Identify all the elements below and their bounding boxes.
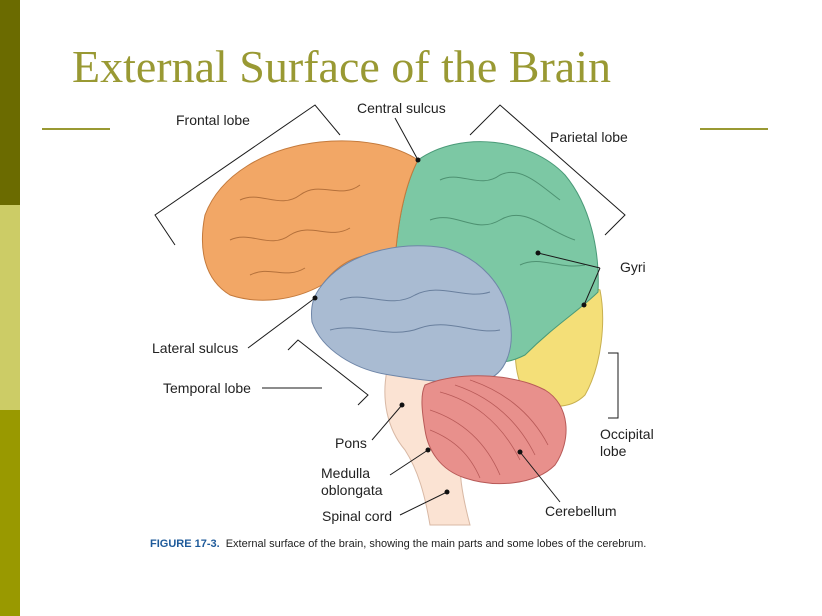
central-sulcus-label: Central sulcus — [357, 100, 446, 116]
occipital-lobe-bracket — [608, 352, 619, 419]
gyri-label: Gyri — [620, 259, 646, 275]
cerebellum-region — [421, 375, 567, 485]
occipital-label-line2: lobe — [600, 443, 627, 459]
cerebellum-folia — [429, 379, 549, 479]
gyri-line-bottom — [583, 267, 601, 306]
occipital-label-line1: Occipital — [600, 426, 654, 442]
parietal-lobe-label: Parietal lobe — [550, 129, 628, 145]
side-bar-dark — [0, 0, 20, 205]
temporal-folds — [329, 289, 501, 333]
gyri-line-top — [537, 252, 601, 269]
slide-title: External Surface of the Brain — [72, 41, 611, 92]
figure-caption-text: External surface of the brain, showing t… — [225, 538, 647, 550]
figure-caption: FIGURE 17-3. External surface of the brai… — [150, 538, 646, 550]
spinal-cord-label: Spinal cord — [322, 508, 392, 524]
cerebellum-label: Cerebellum — [545, 503, 617, 519]
medulla-dot — [425, 447, 431, 453]
cerebellum-dot — [517, 449, 523, 455]
title-rule-left — [42, 128, 110, 130]
figure-number: FIGURE 17-3. — [150, 538, 220, 550]
side-bar-light — [0, 205, 20, 410]
gyri-dot-top — [535, 250, 541, 256]
temporal-lobe-label: Temporal lobe — [163, 380, 251, 396]
temporal-lobe-bracket — [287, 339, 369, 406]
cerebellum-line — [519, 451, 561, 503]
pons-dot — [399, 402, 405, 408]
title-rule-right — [700, 128, 768, 130]
spinal-cord-dot — [444, 489, 450, 495]
spinal-cord-line — [399, 491, 448, 516]
lateral-sulcus-label: Lateral sulcus — [152, 340, 238, 356]
parietal-folds — [429, 171, 586, 267]
central-sulcus-line — [394, 117, 419, 161]
medulla-label-line1: Medulla — [321, 465, 370, 481]
gyri-dot-bottom — [581, 302, 587, 308]
side-bar-olive — [0, 410, 20, 616]
parietal-lobe-bracket — [469, 104, 626, 236]
lateral-sulcus-dot — [312, 295, 318, 301]
central-sulcus-dot — [415, 157, 421, 163]
pons-line — [371, 404, 403, 441]
frontal-lobe-label: Frontal lobe — [176, 112, 250, 128]
pons-label: Pons — [335, 435, 367, 451]
medulla-line — [389, 449, 429, 476]
gyri-folds — [229, 184, 361, 276]
lateral-sulcus-line — [247, 297, 316, 349]
frontal-lobe-bracket — [154, 104, 341, 246]
medulla-label-line2: oblongata — [321, 482, 383, 498]
